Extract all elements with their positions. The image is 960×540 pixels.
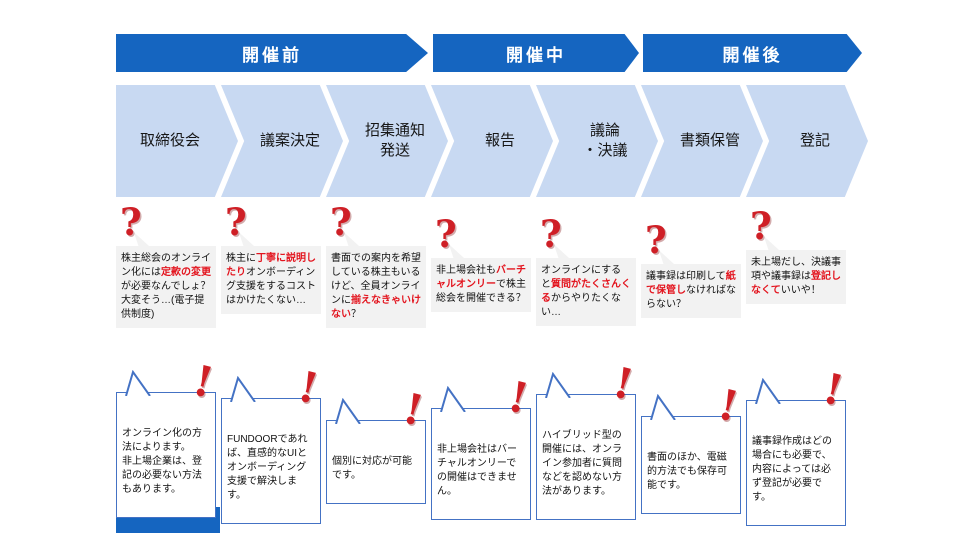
step-label: 報告 xyxy=(484,131,515,149)
question-icon-1: ? xyxy=(225,200,247,244)
question-bubble-2: 書面での案内を希望している株主もいるけど、全員オンラインに揃えなきゃいけない？ xyxy=(326,232,426,328)
question-icon-0: ? xyxy=(120,200,142,244)
answer-bubble-2: 個別に対応が可能です。 xyxy=(326,398,426,504)
step-chevron-3: 報告 xyxy=(431,85,553,197)
bubble-tail xyxy=(545,372,571,398)
question-icon-3: ? xyxy=(435,212,457,256)
bubble-tail xyxy=(440,386,466,412)
answer-bubble-4: ハイブリッド型の開催には、オンライン参加者に質問などを認めない方法があります。 xyxy=(536,372,636,520)
question-text: 未上場だし、決議事項や議事録は登記しなくていいや！ xyxy=(751,257,841,296)
answer-text: 非上場会社はバーチャルオンリーでの開催はできません。 xyxy=(437,444,517,497)
answer-text: オンライン化の方法によります。 非上場企業は、登記の必要ない方法もあります。 xyxy=(122,428,202,495)
step-label: 議論 ・決議 xyxy=(582,121,628,159)
answer-text: 議事録作成はどの場合にも必要で、内容によっては必ず登記が必要です。 xyxy=(752,436,832,503)
question-bubble-1: 株主に丁寧に説明したりオンボーディング支援をするコストはかけたくない… xyxy=(221,232,321,314)
answer-bubble-5: 書面のほか、電磁的方法でも保存可能です。 xyxy=(641,394,741,514)
step-chevron-6: 登記 xyxy=(746,85,868,197)
answer-text: FUNDOORであれば、直感的なUIとオンボーディング支援で解決します。 xyxy=(227,434,308,501)
step-label: 登記 xyxy=(799,131,830,149)
phase-banner-before: 開催前 xyxy=(116,34,428,72)
question-text: 株主に丁寧に説明したりオンボーディング支援をするコストはかけたくない… xyxy=(226,253,316,306)
step-chevron-4: 議論 ・決議 xyxy=(536,85,658,197)
step-chevron-2: 招集通知 発送 xyxy=(326,85,448,197)
answer-text: 個別に対応が可能です。 xyxy=(332,456,412,481)
phase-banner-during: 開催中 xyxy=(433,34,639,72)
question-icon-6: ? xyxy=(750,204,772,248)
answer-bubble-0: オンライン化の方法によります。 非上場企業は、登記の必要ない方法もあります。 xyxy=(116,370,216,518)
step-label: 取締役会 xyxy=(139,131,200,149)
phase-banner-label: 開催中 xyxy=(506,45,566,65)
question-bubble-4: オンラインにすると質問がたくさんくるからやりたくない… xyxy=(536,244,636,326)
step-chevron-5: 書類保管 xyxy=(641,85,763,197)
step-chevron-0: 取締役会 xyxy=(116,85,238,197)
answer-bubble-6: 議事録作成はどの場合にも必要で、内容によっては必ず登記が必要です。 xyxy=(746,378,846,526)
phase-banner-after: 開催後 xyxy=(643,34,862,72)
question-text: 非上場会社もバーチャルオンリーで株主総会を開催できる？ xyxy=(436,265,526,304)
question-text: オンラインにすると質問がたくさんくるからやりたくない… xyxy=(541,265,631,318)
phase-banner-label: 開催後 xyxy=(722,45,783,65)
bubble-tail xyxy=(335,398,361,424)
question-text: 議事録は印刷して紙で保管しなければならない？ xyxy=(646,271,736,310)
question-bubble-6: 未上場だし、決議事項や議事録は登記しなくていいや！ xyxy=(746,236,846,304)
question-text: 株主総会のオンライン化には定款の変更が必要なんでしょ？大変そう…(電子提供制度) xyxy=(121,253,211,320)
step-label: 招集通知 発送 xyxy=(364,121,425,159)
bubble-tail xyxy=(125,370,151,396)
question-bubble-3: 非上場会社もバーチャルオンリーで株主総会を開催できる？ xyxy=(431,244,531,312)
step-label: 議案決定 xyxy=(259,131,320,149)
bubble-tail xyxy=(755,378,781,404)
question-icon-5: ? xyxy=(645,218,667,262)
answer-bubble-3: 非上場会社はバーチャルオンリーでの開催はできません。 xyxy=(431,386,531,520)
question-bubble-0: 株主総会のオンライン化には定款の変更が必要なんでしょ？大変そう…(電子提供制度) xyxy=(116,232,216,328)
question-icon-2: ? xyxy=(330,200,352,244)
answer-text: ハイブリッド型の開催には、オンライン参加者に質問などを認めない方法があります。 xyxy=(542,430,622,497)
question-text: 書面での案内を希望している株主もいるけど、全員オンラインに揃えなきゃいけない？ xyxy=(331,253,421,320)
phase-banner-label: 開催前 xyxy=(242,45,302,65)
step-chevron-1: 議案決定 xyxy=(221,85,343,197)
step-label: 書類保管 xyxy=(679,131,740,149)
answer-text: 書面のほか、電磁的方法でも保存可能です。 xyxy=(647,452,727,491)
question-bubble-5: 議事録は印刷して紙で保管しなければならない？ xyxy=(641,250,741,318)
bubble-tail xyxy=(230,376,256,402)
bubble-tail xyxy=(650,394,676,420)
answer-bubble-1: FUNDOORであれば、直感的なUIとオンボーディング支援で解決します。 xyxy=(221,376,321,524)
question-icon-4: ? xyxy=(540,212,562,256)
